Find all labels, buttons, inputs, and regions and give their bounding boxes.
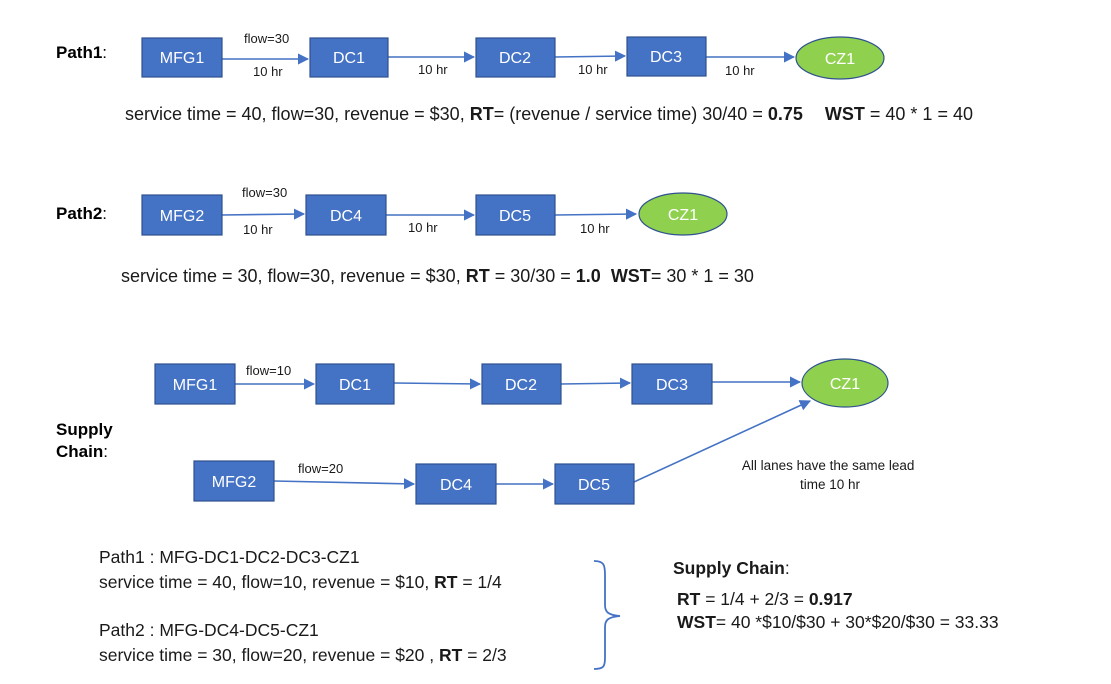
path2-lead-time-2: 10 hr [408, 220, 438, 235]
path2-node-dc4: DC4 [305, 194, 387, 236]
sc-flow-bottom: flow=20 [298, 461, 343, 476]
node-label: MFG1 [173, 377, 218, 394]
node-label: MFG2 [212, 474, 257, 491]
summary-sc-rt: RT = 1/4 + 2/3 = 0.917 [677, 589, 853, 609]
sc-node-dc4: DC4 [415, 463, 497, 505]
node-label: DC2 [499, 50, 531, 67]
node-label: DC3 [656, 377, 688, 394]
path1-node-mfg1: MFG1 [141, 37, 223, 78]
path2-section: Path2: MFG2 DC4 DC5 CZ1 flow=30 10 hr 10… [56, 185, 754, 286]
path2-node-dc5: DC5 [475, 194, 556, 236]
node-label: MFG2 [160, 208, 205, 225]
supply-chain-section: Supply Chain: MFG1 DC1 DC2 DC3 CZ1 [56, 358, 918, 505]
sc-node-mfg2: MFG2 [193, 460, 275, 502]
path2-node-cz1: CZ1 [638, 192, 728, 236]
summary-section: Path1 : MFG-DC1-DC2-DC3-CZ1 service time… [99, 547, 999, 670]
node-label: DC2 [505, 377, 537, 394]
path1-lead-time-3: 10 hr [578, 62, 608, 77]
lead-time-note: All lanes have the same lead time 10 hr [742, 458, 918, 492]
path1-node-dc1: DC1 [309, 37, 389, 78]
node-label: CZ1 [830, 376, 860, 393]
path2-flow-label: flow=30 [242, 185, 287, 200]
path1-node-dc3: DC3 [626, 36, 707, 77]
sc-node-dc3: DC3 [631, 363, 713, 405]
path1-node-dc2: DC2 [475, 37, 556, 78]
sc-flow-top: flow=10 [246, 363, 291, 378]
sc-node-dc5: DC5 [554, 463, 635, 505]
sc-node-cz1: CZ1 [801, 358, 889, 408]
node-label: DC5 [499, 208, 531, 225]
node-label: MFG1 [160, 50, 205, 67]
path1-formula: service time = 40, flow=30, revenue = $3… [125, 104, 973, 124]
sc-node-mfg1: MFG1 [154, 363, 236, 405]
path2-formula: service time = 30, flow=30, revenue = $3… [121, 266, 754, 286]
sc-node-dc1: DC1 [315, 363, 395, 405]
path1-lead-time-1: 10 hr [253, 64, 283, 79]
path1-lead-time-2: 10 hr [418, 62, 448, 77]
sc-edge-dc1-dc2 [393, 378, 482, 390]
path1-label: Path1: [56, 43, 107, 62]
path2-node-mfg2: MFG2 [141, 194, 223, 236]
sc-edge-dc2-dc3 [560, 377, 632, 389]
node-label: DC1 [339, 377, 371, 394]
node-label: DC4 [330, 208, 362, 225]
summary-sc-title: Supply Chain: [673, 558, 790, 578]
sc-node-dc2: DC2 [481, 363, 562, 405]
node-label: DC3 [650, 49, 682, 66]
path2-edge-mfg2-dc4 [221, 208, 306, 220]
path1-section: Path1: MFG1 DC1 DC2 DC3 CZ1 flow=30 10 h… [56, 31, 973, 124]
supply-chain-label: Supply Chain: [56, 420, 117, 461]
path1-edge-dc2-dc3 [554, 50, 627, 62]
summary-path2-title: Path2 : MFG-DC4-DC5-CZ1 [99, 620, 319, 640]
node-label: CZ1 [825, 51, 855, 68]
sc-edge-mfg2-dc4 [273, 478, 416, 490]
path1-lead-time-4: 10 hr [725, 63, 755, 78]
summary-brace [593, 560, 621, 670]
summary-sc-wst: WST= 40 *$10/$30 + 30*$20/$30 = 33.33 [677, 612, 999, 632]
summary-path1-title: Path1 : MFG-DC1-DC2-DC3-CZ1 [99, 547, 360, 567]
path1-node-cz1: CZ1 [795, 36, 885, 80]
path2-lead-time-3: 10 hr [580, 221, 610, 236]
node-label: DC4 [440, 477, 472, 494]
node-label: CZ1 [668, 207, 698, 224]
node-label: DC1 [333, 50, 365, 67]
summary-path1-details: service time = 40, flow=10, revenue = $1… [99, 572, 502, 592]
sc-edge-dc5-cz1 [633, 400, 812, 483]
node-label: DC5 [578, 477, 610, 494]
summary-path2-details: service time = 30, flow=20, revenue = $2… [99, 645, 507, 665]
path2-lead-time-1: 10 hr [243, 222, 273, 237]
path2-edge-dc5-cz1 [554, 208, 638, 220]
path1-flow-label: flow=30 [244, 31, 289, 46]
path2-label: Path2: [56, 204, 107, 223]
